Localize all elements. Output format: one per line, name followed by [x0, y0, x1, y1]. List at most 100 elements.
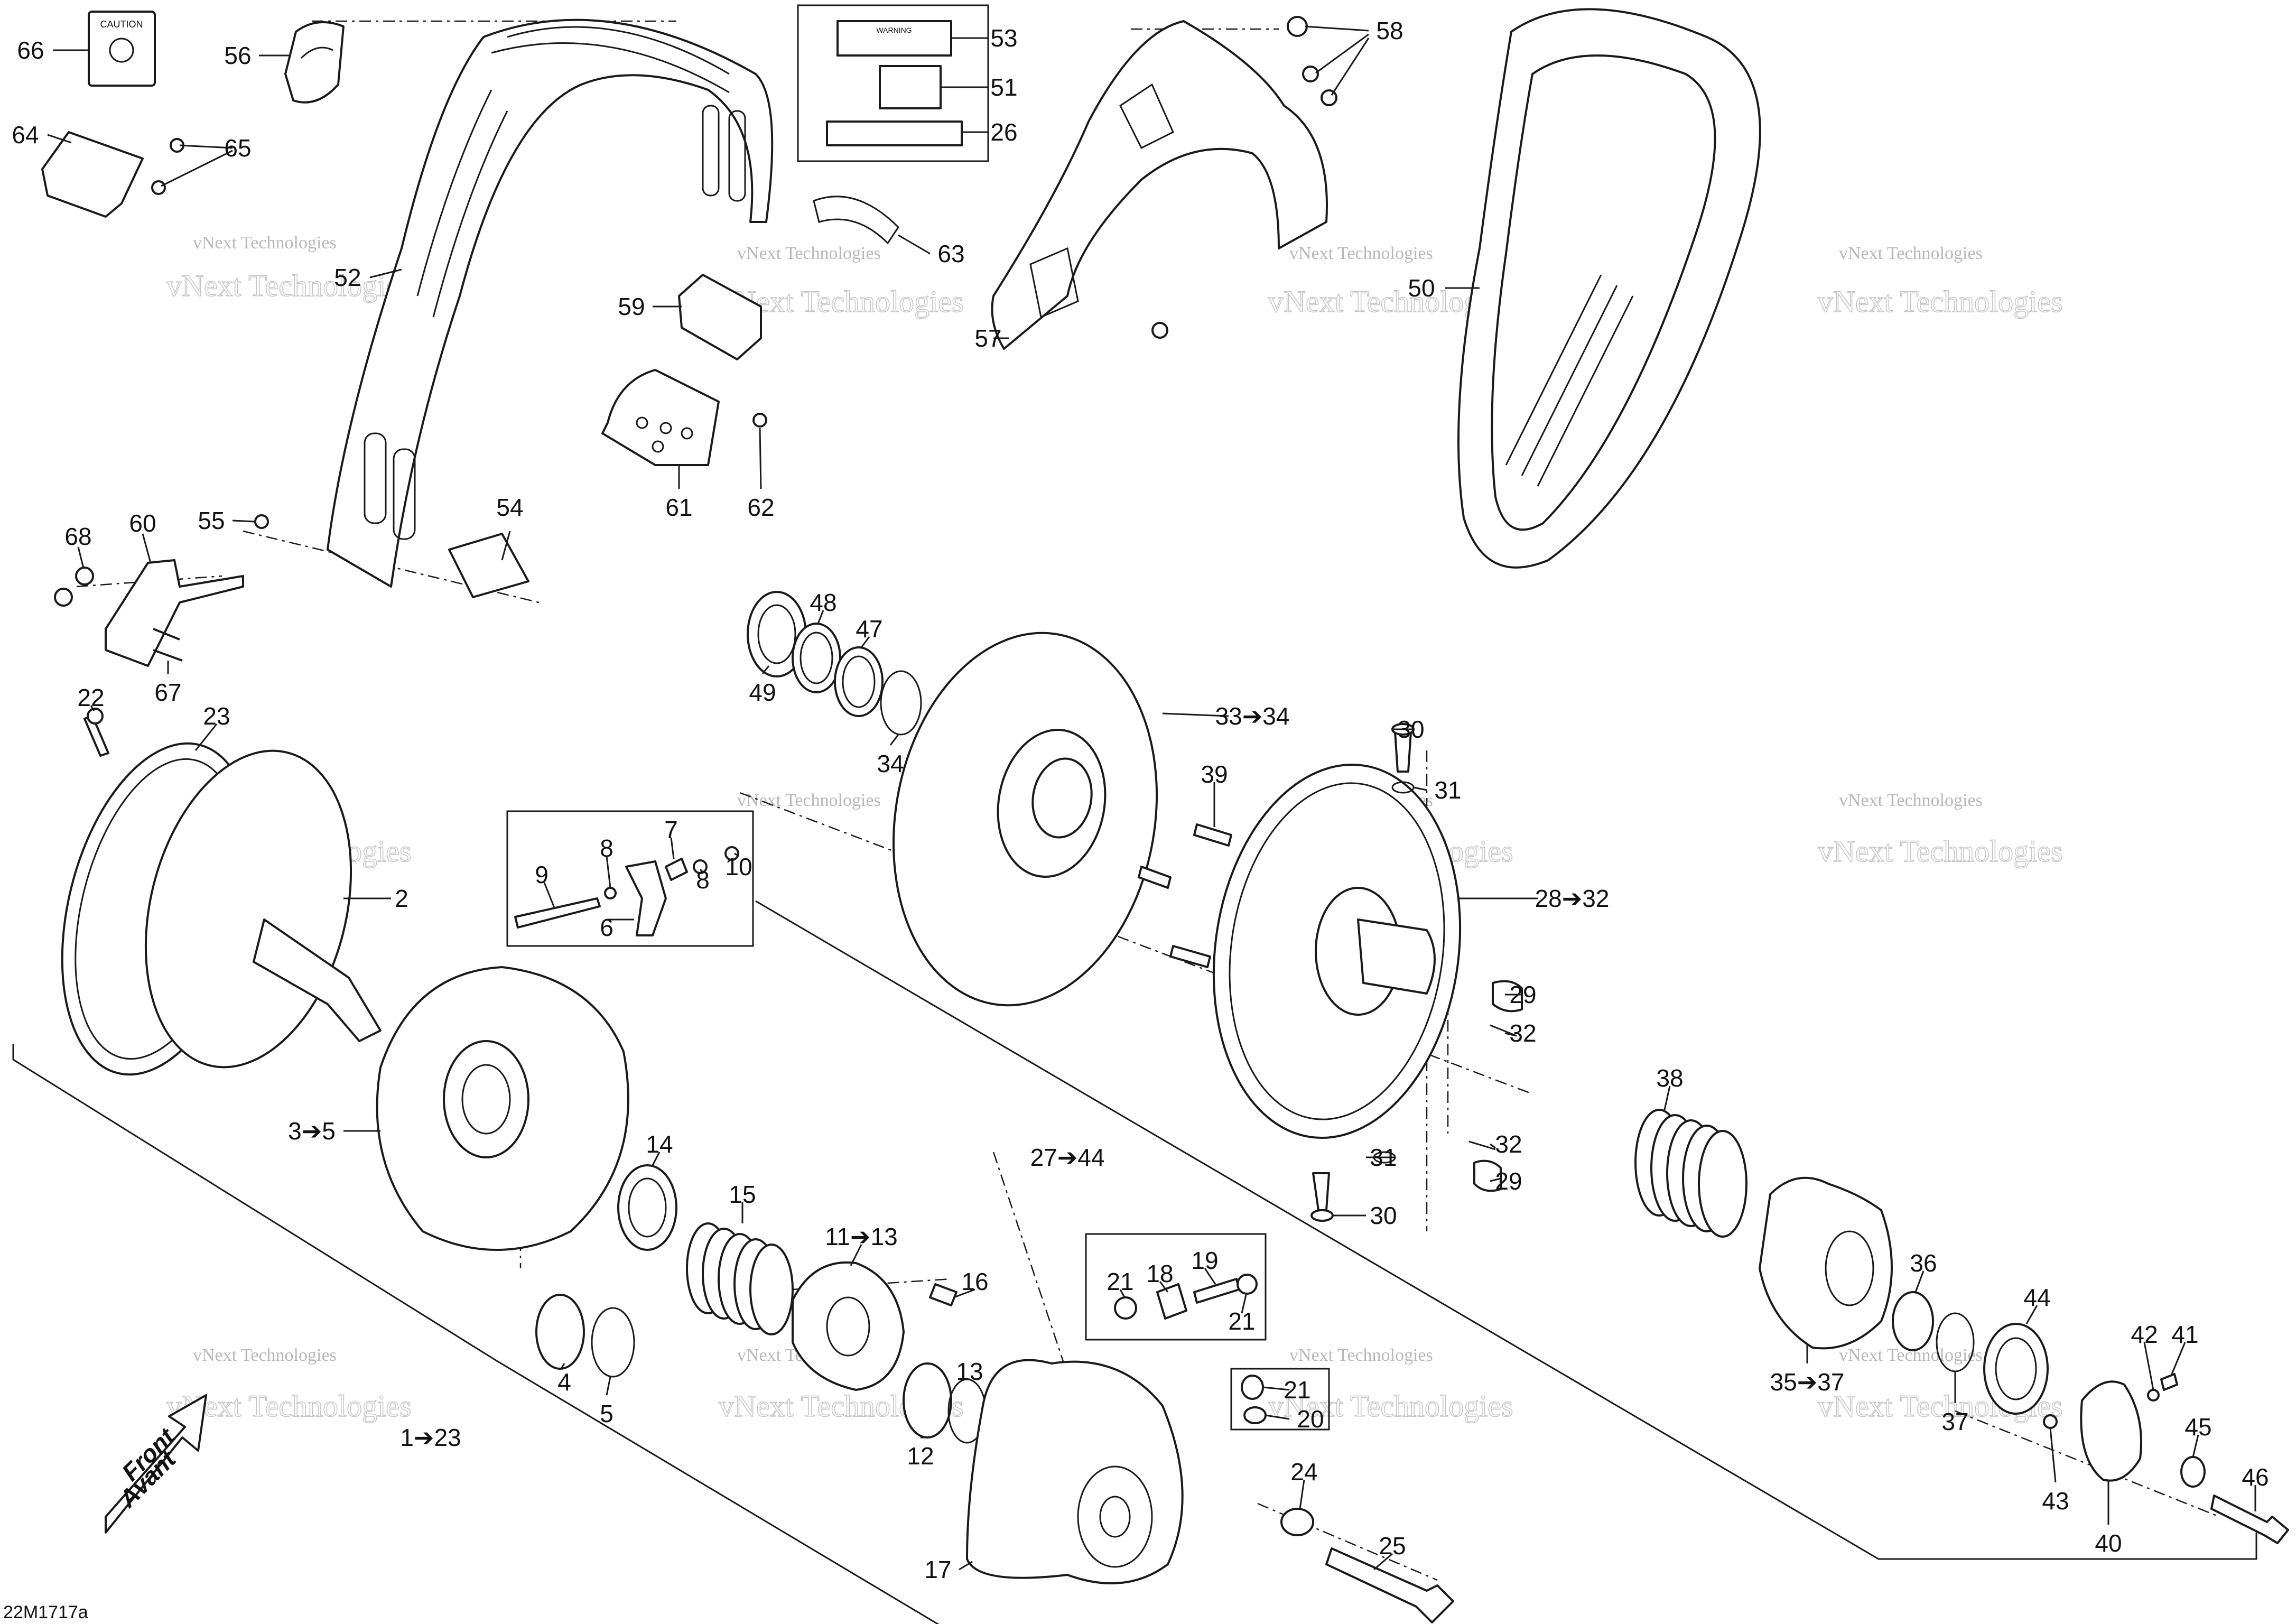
- callout-c58: 58: [1376, 17, 1403, 44]
- callout-c64: 64: [12, 121, 39, 149]
- callout-c8a: 8: [600, 834, 613, 862]
- callout-c31a: 31: [1434, 776, 1461, 804]
- callout-c17: 17: [924, 1556, 951, 1583]
- crankshaft-boss: [253, 918, 382, 1042]
- decal-frame: [797, 4, 989, 162]
- callout-c6: 6: [600, 914, 613, 941]
- clip-5: [591, 1307, 635, 1378]
- hub-17: [966, 1359, 1184, 1584]
- bushing-36: [1892, 1291, 1934, 1351]
- callout-c44: 44: [2023, 1284, 2050, 1311]
- callout-c61: 61: [665, 494, 692, 521]
- callout-c23: 23: [203, 702, 230, 730]
- watermark-text: vNext Technologies: [1289, 1345, 1433, 1365]
- callout-c38: 38: [1656, 1064, 1683, 1092]
- spring-15: [686, 1222, 794, 1335]
- decal-caution-text: CAUTION: [100, 19, 143, 30]
- callout-c53: 53: [990, 24, 1017, 52]
- washer-8a: [604, 887, 617, 899]
- callout-c46: 46: [2242, 1463, 2269, 1491]
- callout-c55: 55: [198, 507, 225, 534]
- watermark-text: vNext Technologies: [1839, 244, 1983, 263]
- callout-c40: 40: [2095, 1529, 2122, 1557]
- callout-c10: 10: [725, 853, 752, 880]
- pin-30b: [1312, 1172, 1330, 1211]
- bracket-1-23: [12, 1044, 940, 1624]
- screw-41: [2160, 1373, 2178, 1391]
- callout-c13: 13: [956, 1358, 983, 1385]
- callout-c52: 52: [334, 264, 361, 291]
- callout-c22: 22: [77, 684, 104, 711]
- pin-39c: [1169, 945, 1211, 968]
- lever-6: [625, 860, 667, 936]
- pin-32b: [1468, 1140, 1496, 1150]
- callout-c54: 54: [496, 494, 523, 521]
- callout-c19: 19: [1191, 1247, 1218, 1274]
- washer-8b: [693, 859, 708, 874]
- callout-c25: 25: [1379, 1532, 1406, 1560]
- washer-44: [1983, 1323, 2049, 1415]
- callout-c27: 27➔44: [1030, 1144, 1105, 1171]
- watermark-text: vNext Technologies: [1289, 244, 1433, 263]
- callout-c8b: 8: [696, 866, 710, 894]
- callout-c67: 67: [154, 679, 181, 706]
- pin-9: [514, 897, 601, 929]
- washer-42: [2147, 1389, 2160, 1402]
- spring-38: [1634, 1109, 1747, 1238]
- callout-c59: 59: [618, 293, 645, 320]
- clip-64: [41, 131, 144, 218]
- roller-kit-frame: [1085, 1233, 1267, 1341]
- roller-21c: [1241, 1375, 1264, 1400]
- watermark-text: vNext Technologies: [1839, 791, 1983, 810]
- decal-warning-text: WARNING: [876, 26, 912, 34]
- caution-decal-66: CAUTION: [88, 11, 156, 87]
- bolt-25: [1325, 1547, 1454, 1623]
- watermark-text: vNext Technologies: [1818, 284, 2063, 319]
- callout-c21a: 21: [1107, 1268, 1133, 1295]
- bracket-60: [105, 559, 244, 667]
- callout-c51: 51: [990, 73, 1017, 101]
- bracket-27-44: [755, 900, 2257, 1560]
- ring-14: [617, 1164, 677, 1251]
- inner-guard-57: [991, 20, 1328, 350]
- callout-c30a: 30: [1397, 716, 1424, 743]
- callout-c36: 36: [1910, 1249, 1937, 1277]
- callout-c14: 14: [646, 1130, 673, 1158]
- callout-c33: 33➔34: [1215, 702, 1290, 730]
- callout-c29a: 29: [1509, 981, 1536, 1008]
- callout-c16: 16: [961, 1268, 988, 1295]
- callout-c50: 50: [1408, 274, 1435, 302]
- watermark-text: vNext Technologies: [737, 791, 881, 810]
- callout-c34: 34: [877, 750, 904, 777]
- callout-c2: 2: [395, 885, 408, 912]
- bushing-4: [535, 1294, 585, 1370]
- roller-29a: [1492, 980, 1523, 1013]
- roller-29b: [1473, 1159, 1502, 1192]
- nut-55: [254, 514, 269, 529]
- callout-c26: 26: [990, 118, 1017, 146]
- leader-lines: [47, 25, 2256, 1571]
- plate-61: [601, 369, 720, 466]
- belt-guard-52: [327, 18, 774, 588]
- callout-c49: 49: [749, 679, 776, 706]
- nut-43: [2043, 1414, 2058, 1429]
- bolt-46: [2210, 1495, 2289, 1544]
- washer-24: [1280, 1508, 1314, 1536]
- callout-c48: 48: [810, 589, 836, 616]
- pin-39b: [1138, 866, 1172, 889]
- decal-26: [826, 120, 963, 146]
- callout-c3: 3➔5: [288, 1117, 336, 1145]
- clip-63: [813, 196, 899, 245]
- callout-c30b: 30: [1370, 1202, 1397, 1229]
- callout-c56: 56: [224, 42, 251, 69]
- callout-c21b: 21: [1228, 1307, 1255, 1335]
- callout-c5: 5: [600, 1400, 613, 1427]
- fastener-58a: [1287, 16, 1308, 37]
- roller-18: [1156, 1283, 1187, 1320]
- callout-c29b: 29: [1495, 1167, 1522, 1195]
- callout-c63: 63: [937, 240, 964, 267]
- callout-c45: 45: [2185, 1413, 2211, 1441]
- callout-c32b: 32: [1495, 1130, 1522, 1158]
- callout-c11: 11➔13: [825, 1223, 897, 1250]
